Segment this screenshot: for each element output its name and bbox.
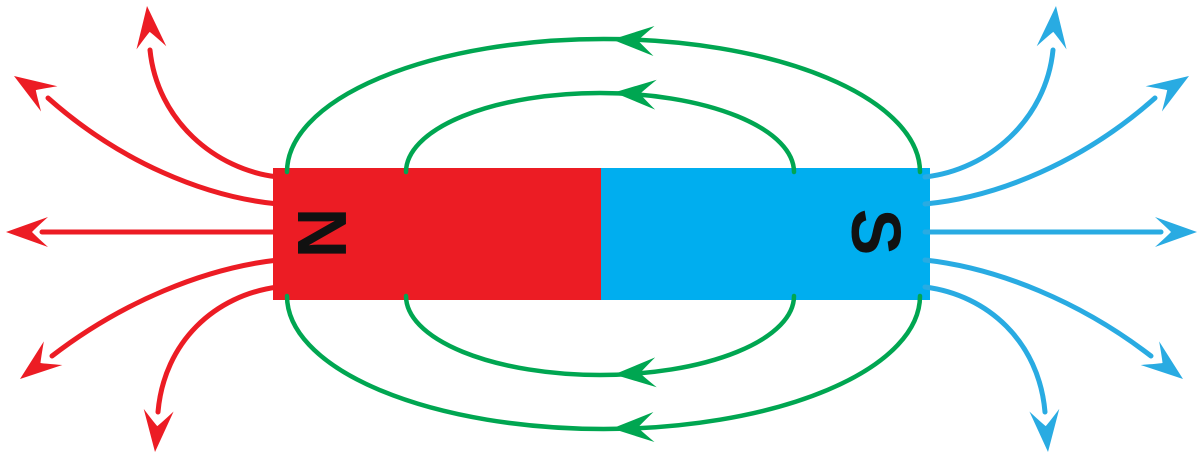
south-pole	[601, 168, 930, 300]
south-line-down-arrowhead	[1029, 408, 1060, 452]
south-line-up-arrowhead	[1036, 6, 1067, 50]
north-pole-label: N	[283, 208, 361, 259]
north-line-up-arrowhead	[136, 6, 167, 50]
south-pole-label: S	[837, 209, 915, 256]
south-line-up	[922, 47, 1056, 180]
north-pole	[273, 168, 601, 300]
loop-bottom-inner	[403, 293, 797, 378]
south-line-down	[922, 284, 1048, 415]
south-line-right-arrowhead	[1155, 217, 1197, 247]
north-line-upper-left	[45, 95, 281, 207]
north-line-up	[147, 47, 281, 180]
south-line-upper-right	[922, 95, 1158, 207]
north-line-lower-left	[49, 257, 281, 359]
loop-top-inner-arrowhead	[614, 79, 657, 110]
north-pole-field-lines	[6, 6, 281, 452]
loop-bottom-outer	[284, 293, 923, 432]
north-line-down	[155, 284, 281, 415]
south-pole-field-lines	[922, 6, 1197, 452]
loop-top-outer	[284, 36, 923, 175]
north-line-upper-left-arrowhead	[14, 76, 58, 112]
bar-magnet	[273, 168, 930, 300]
north-line-lower-left-arrowhead	[20, 341, 63, 379]
south-line-upper-right-arrowhead	[1145, 76, 1189, 112]
loop-bottom-outer-arrowhead	[612, 412, 655, 443]
south-line-lower-right	[922, 257, 1154, 359]
loop-bottom-inner-arrowhead	[614, 357, 657, 388]
south-line-lower-right-arrowhead	[1140, 341, 1183, 379]
field-loops	[284, 25, 923, 443]
north-line-down-arrowhead	[143, 408, 174, 452]
loop-top-inner	[403, 90, 797, 175]
loop-top-outer-arrowhead	[612, 25, 655, 56]
north-line-left-arrowhead	[6, 217, 48, 247]
